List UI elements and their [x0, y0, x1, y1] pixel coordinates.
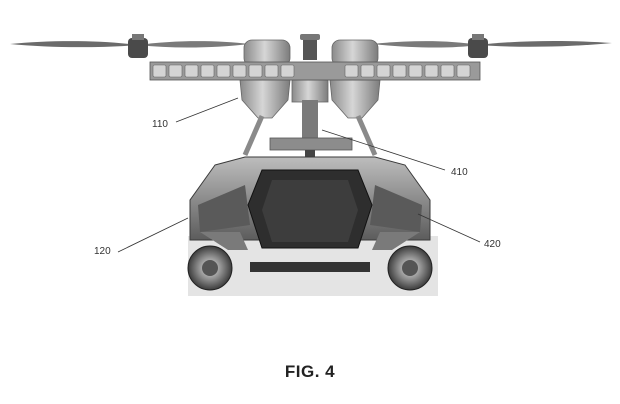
leader-120 — [118, 218, 188, 252]
ref-label-120: 120 — [94, 246, 111, 257]
figure-caption: FIG. 4 — [0, 362, 620, 382]
frame-cell — [265, 65, 278, 77]
frame-cell — [281, 65, 294, 77]
frame-cell — [441, 65, 454, 77]
frame-cell — [249, 65, 262, 77]
frame-cell — [201, 65, 214, 77]
left-propeller — [10, 34, 250, 58]
frame-cell — [377, 65, 390, 77]
frame-cell — [217, 65, 230, 77]
frame-cell — [457, 65, 470, 77]
right-propeller — [372, 34, 612, 58]
ref-label-410: 410 — [451, 167, 468, 178]
frame-cell — [153, 65, 166, 77]
ref-label-420: 420 — [484, 239, 501, 250]
ref-label-110: 110 — [152, 119, 168, 130]
frame-cell — [185, 65, 198, 77]
frame-cell — [169, 65, 182, 77]
leader-110 — [176, 98, 238, 122]
right-wheel — [388, 246, 432, 290]
frame-cell — [361, 65, 374, 77]
frame-bar — [150, 62, 480, 80]
frame-cell — [409, 65, 422, 77]
left-wheel — [188, 246, 232, 290]
frame-cell — [345, 65, 358, 77]
frame-cell — [425, 65, 438, 77]
frame-cell — [393, 65, 406, 77]
frame-cell — [233, 65, 246, 77]
